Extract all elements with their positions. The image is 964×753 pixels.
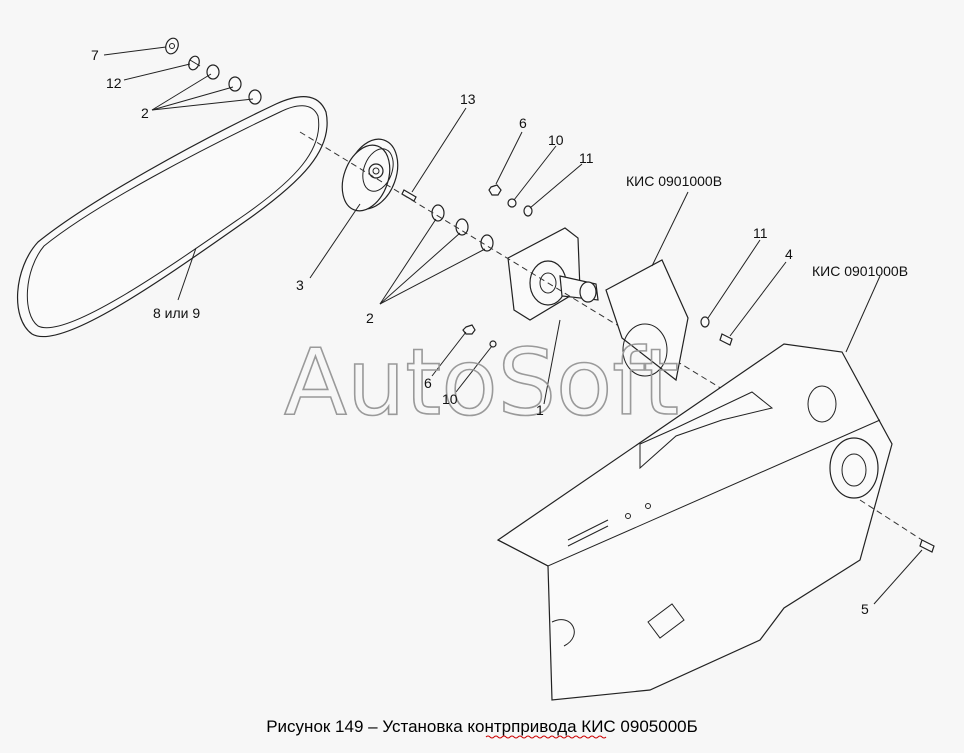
callout-6-low: 6 [424, 375, 432, 391]
nut-washer-set-low [462, 324, 497, 348]
callout-13: 13 [460, 91, 476, 107]
callout-2-mid: 2 [366, 310, 374, 326]
rings-2-mid [431, 204, 494, 252]
washer-7 [165, 37, 179, 55]
callout-7: 7 [91, 47, 99, 63]
callout-11-right: 11 [753, 225, 768, 241]
spellcheck-underline [485, 735, 607, 739]
bolt-12 [188, 55, 201, 71]
callout-5: 5 [861, 601, 869, 617]
v-belt [16, 96, 328, 338]
callout-6-top: 6 [519, 115, 527, 131]
bolt-4 [719, 333, 733, 346]
callout-3: 3 [296, 277, 304, 293]
callout-kis-plate: КИС 0901000В [626, 173, 722, 189]
frame-panel [496, 343, 893, 701]
callout-2-top: 2 [141, 105, 149, 121]
callout-8-or-9: 8 или 9 [153, 305, 200, 321]
bearing-housing-1 [299, 131, 761, 413]
watermark: AutoSoft [284, 329, 679, 436]
rings-2-top [206, 64, 262, 105]
leader-lines [103, 46, 923, 605]
caption-underlined-word: контрпривода [467, 717, 577, 736]
figure-caption: Рисунок 149 – Установка контрпривода КИС… [266, 717, 698, 736]
callout-11-top: 11 [579, 150, 594, 166]
callout-1: 1 [536, 402, 544, 418]
callout-10-top: 10 [548, 132, 564, 148]
nut-washer-set-top [488, 184, 533, 217]
caption-prefix: Рисунок 149 – Установка [266, 717, 467, 736]
caption-suffix: КИС 0905000Б [577, 717, 698, 736]
washer-11-right [700, 316, 710, 328]
callout-kis-frame: КИС 0901000В [812, 263, 908, 279]
pulley [341, 138, 399, 212]
callout-4: 4 [785, 246, 793, 262]
callout-12: 12 [106, 75, 122, 91]
callout-10-low: 10 [442, 391, 458, 407]
bolt-5 [859, 499, 935, 553]
